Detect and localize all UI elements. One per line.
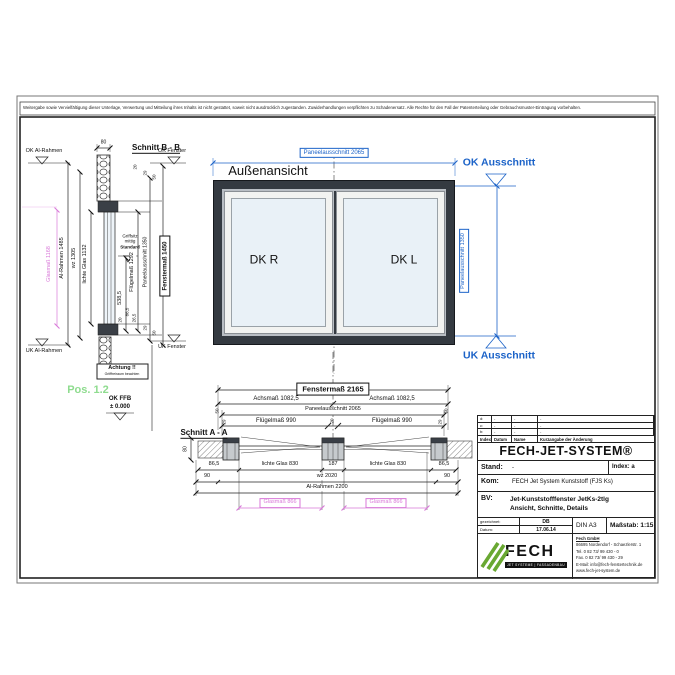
dim-aa-50-right: 50: [443, 408, 449, 414]
label-uk-ausschnitt: UK Ausschnitt: [463, 349, 535, 362]
dim-aa-20-mid: 20: [329, 418, 335, 424]
sash-left-opening-type: DK R: [249, 252, 279, 267]
label-uk-al-rahmen: UK Al-Rahmen: [25, 348, 63, 355]
dim-aa-80: 80: [182, 446, 189, 452]
label-griffsitz-2: mittig: [124, 238, 136, 244]
system-title: FECH-JET-SYSTEM®: [478, 443, 654, 461]
dim-bb-20-top: 20: [132, 164, 138, 170]
dim-bb-26-5-bottom: 26,5: [131, 313, 137, 323]
dim-paneelausschnitt-1350-right: Paneelausschnitt 1350: [459, 229, 469, 293]
bv-label: BV:: [481, 494, 493, 502]
company-web: www.fech-jet-system.de: [576, 568, 621, 573]
dim-538-5: 538,5: [117, 289, 124, 307]
dim-paneelausschnitt-2065-aa: Paneelausschnitt 2065: [303, 406, 363, 413]
dim-bb-20-bottom: 20: [117, 317, 123, 323]
rev-header-datum: Datum: [492, 435, 512, 443]
label-ok-al-rahmen: OK Al-Rahmen: [25, 148, 63, 155]
rev-header-index: Index: [478, 435, 492, 443]
bv-line1: Jet-Kunststofffenster JetKs-2tlg: [510, 495, 609, 503]
dim-aa-50-left: 50: [214, 408, 220, 414]
title-block: d: - - - c: - - - b: - - - Index Datum N…: [477, 415, 655, 579]
dim-achsmass-left: Achsmaß 1082,5: [251, 395, 301, 403]
dim-bb-86-5-bottom: 86,5: [124, 307, 130, 317]
dim-fluegelmass-right: Flügelmaß 990: [369, 417, 415, 425]
dim-aa-29-left: 29: [221, 419, 227, 425]
drawn-by-label: gezeichnet:: [478, 517, 520, 526]
dim-fluegelmass-left: Flügelmaß 990: [253, 417, 299, 425]
warning-title: Achtung !!: [108, 365, 136, 372]
dim-al-rahmen-2200: Al-Rahmen 2200: [304, 484, 350, 491]
scale-value: Maßstab: 1:15: [610, 521, 654, 529]
logo-wordmark: FECH: [505, 542, 555, 560]
kom-value: FECH Jet System Kunststoff (FJS Ks): [512, 478, 613, 485]
dim-fenstermass-1450: Fenstermaß 1450: [159, 235, 171, 297]
dim-lichte-glas-right: lichte Glas 830: [367, 461, 409, 468]
dim-al-rahmen-1485: Al-Rahmen 1485: [59, 235, 66, 281]
label-ok-ausschnitt: OK Ausschnitt: [462, 156, 536, 169]
label-uk-fenster: UK Fenster: [158, 344, 186, 351]
stand-label: Stand:: [481, 463, 503, 471]
dim-glasmass-866-right: Glasmaß 866: [365, 498, 407, 508]
dim-bb-50-bottom: 50: [151, 330, 157, 336]
index-value: a: [631, 463, 635, 470]
dim-achsmass-right: Achsmaß 1082,5: [367, 395, 417, 403]
dim-lichte-glas-left: lichte Glas 830: [259, 461, 301, 468]
label-ok-ffb-level: ± 0.000: [110, 403, 130, 410]
label-griffsitz-3: Standard: [120, 244, 140, 250]
front-view-title: Außenansicht: [228, 163, 308, 179]
mullion: [334, 191, 336, 334]
logo-tagline: JET SYSTEME | FASSADENBAU: [505, 561, 567, 568]
sash-right-opening-type: DK L: [390, 252, 418, 267]
dim-bb-29-top: 29: [142, 170, 148, 176]
section-aa-title: Schnitt A - A: [180, 428, 228, 440]
date-label: Datum:: [478, 525, 520, 534]
dim-wz-1305: wz 1305: [71, 245, 78, 271]
label-ok-ffb: OK FFB: [108, 395, 132, 402]
dim-bb-80: 80: [100, 139, 107, 146]
revision-rows: d: - - - c: - - - b: - - - Index Datum N…: [478, 416, 654, 443]
dim-paneelausschnitt-1350-bb: Paneelausschnitt 1350: [142, 234, 149, 290]
paper-size: DIN A3: [573, 517, 607, 534]
dim-fenstermass-2165: Fenstermaß 2165: [296, 382, 370, 396]
dim-lichte-glas-1132: lichte Glas 1132: [82, 242, 89, 286]
dim-fluegelmass-1292: Flügelmaß 1292: [129, 250, 136, 294]
label-ok-fenster: OK Fenster: [157, 148, 187, 155]
bv-line2: Ansicht, Schnitte, Details: [510, 504, 589, 512]
dim-aa-90-left: 90: [201, 473, 213, 480]
stand-value: -: [512, 464, 514, 471]
position-number: Pos. 1.2: [67, 384, 109, 397]
date-value: 17.06.14: [536, 526, 556, 533]
company-logo: FECH JET SYSTEME | FASSADENBAU: [478, 534, 572, 578]
dim-paneelausschnitt-2065-top: Paneelausschnitt 2065: [299, 147, 369, 159]
index-label: Index:: [612, 463, 630, 470]
dim-aa-86-5-right: 86,5: [436, 461, 452, 468]
dim-glasmass-1168: Glasmaß 1168: [46, 244, 53, 284]
rev-header-kurz: Kurzangabe der Änderung: [538, 436, 654, 443]
rev-header-name: Name: [512, 435, 538, 443]
drawn-by-value: DB: [542, 518, 550, 525]
kom-label: Kom:: [481, 477, 499, 485]
company-address: Fech GmbH 86695 Nordendorf - Schaezlerst…: [573, 534, 654, 575]
dim-bb-50-top: 50: [151, 174, 157, 180]
dim-glasmass-866-left: Glasmaß 866: [259, 498, 301, 508]
dim-wz-2020: wz 2020: [314, 473, 340, 480]
dim-aa-90-right: 90: [441, 473, 453, 480]
sheet-disclaimer: Weitergabe sowie Vervielfältigung dieser…: [23, 104, 582, 110]
dim-aa-187: 187: [326, 461, 340, 468]
dim-aa-86-5-left: 86,5: [206, 461, 222, 468]
dim-aa-29-right: 29: [437, 419, 443, 425]
warning-note: Grifffreiraum beachten: [104, 372, 140, 377]
dim-bb-29-bottom: 29: [142, 325, 148, 331]
